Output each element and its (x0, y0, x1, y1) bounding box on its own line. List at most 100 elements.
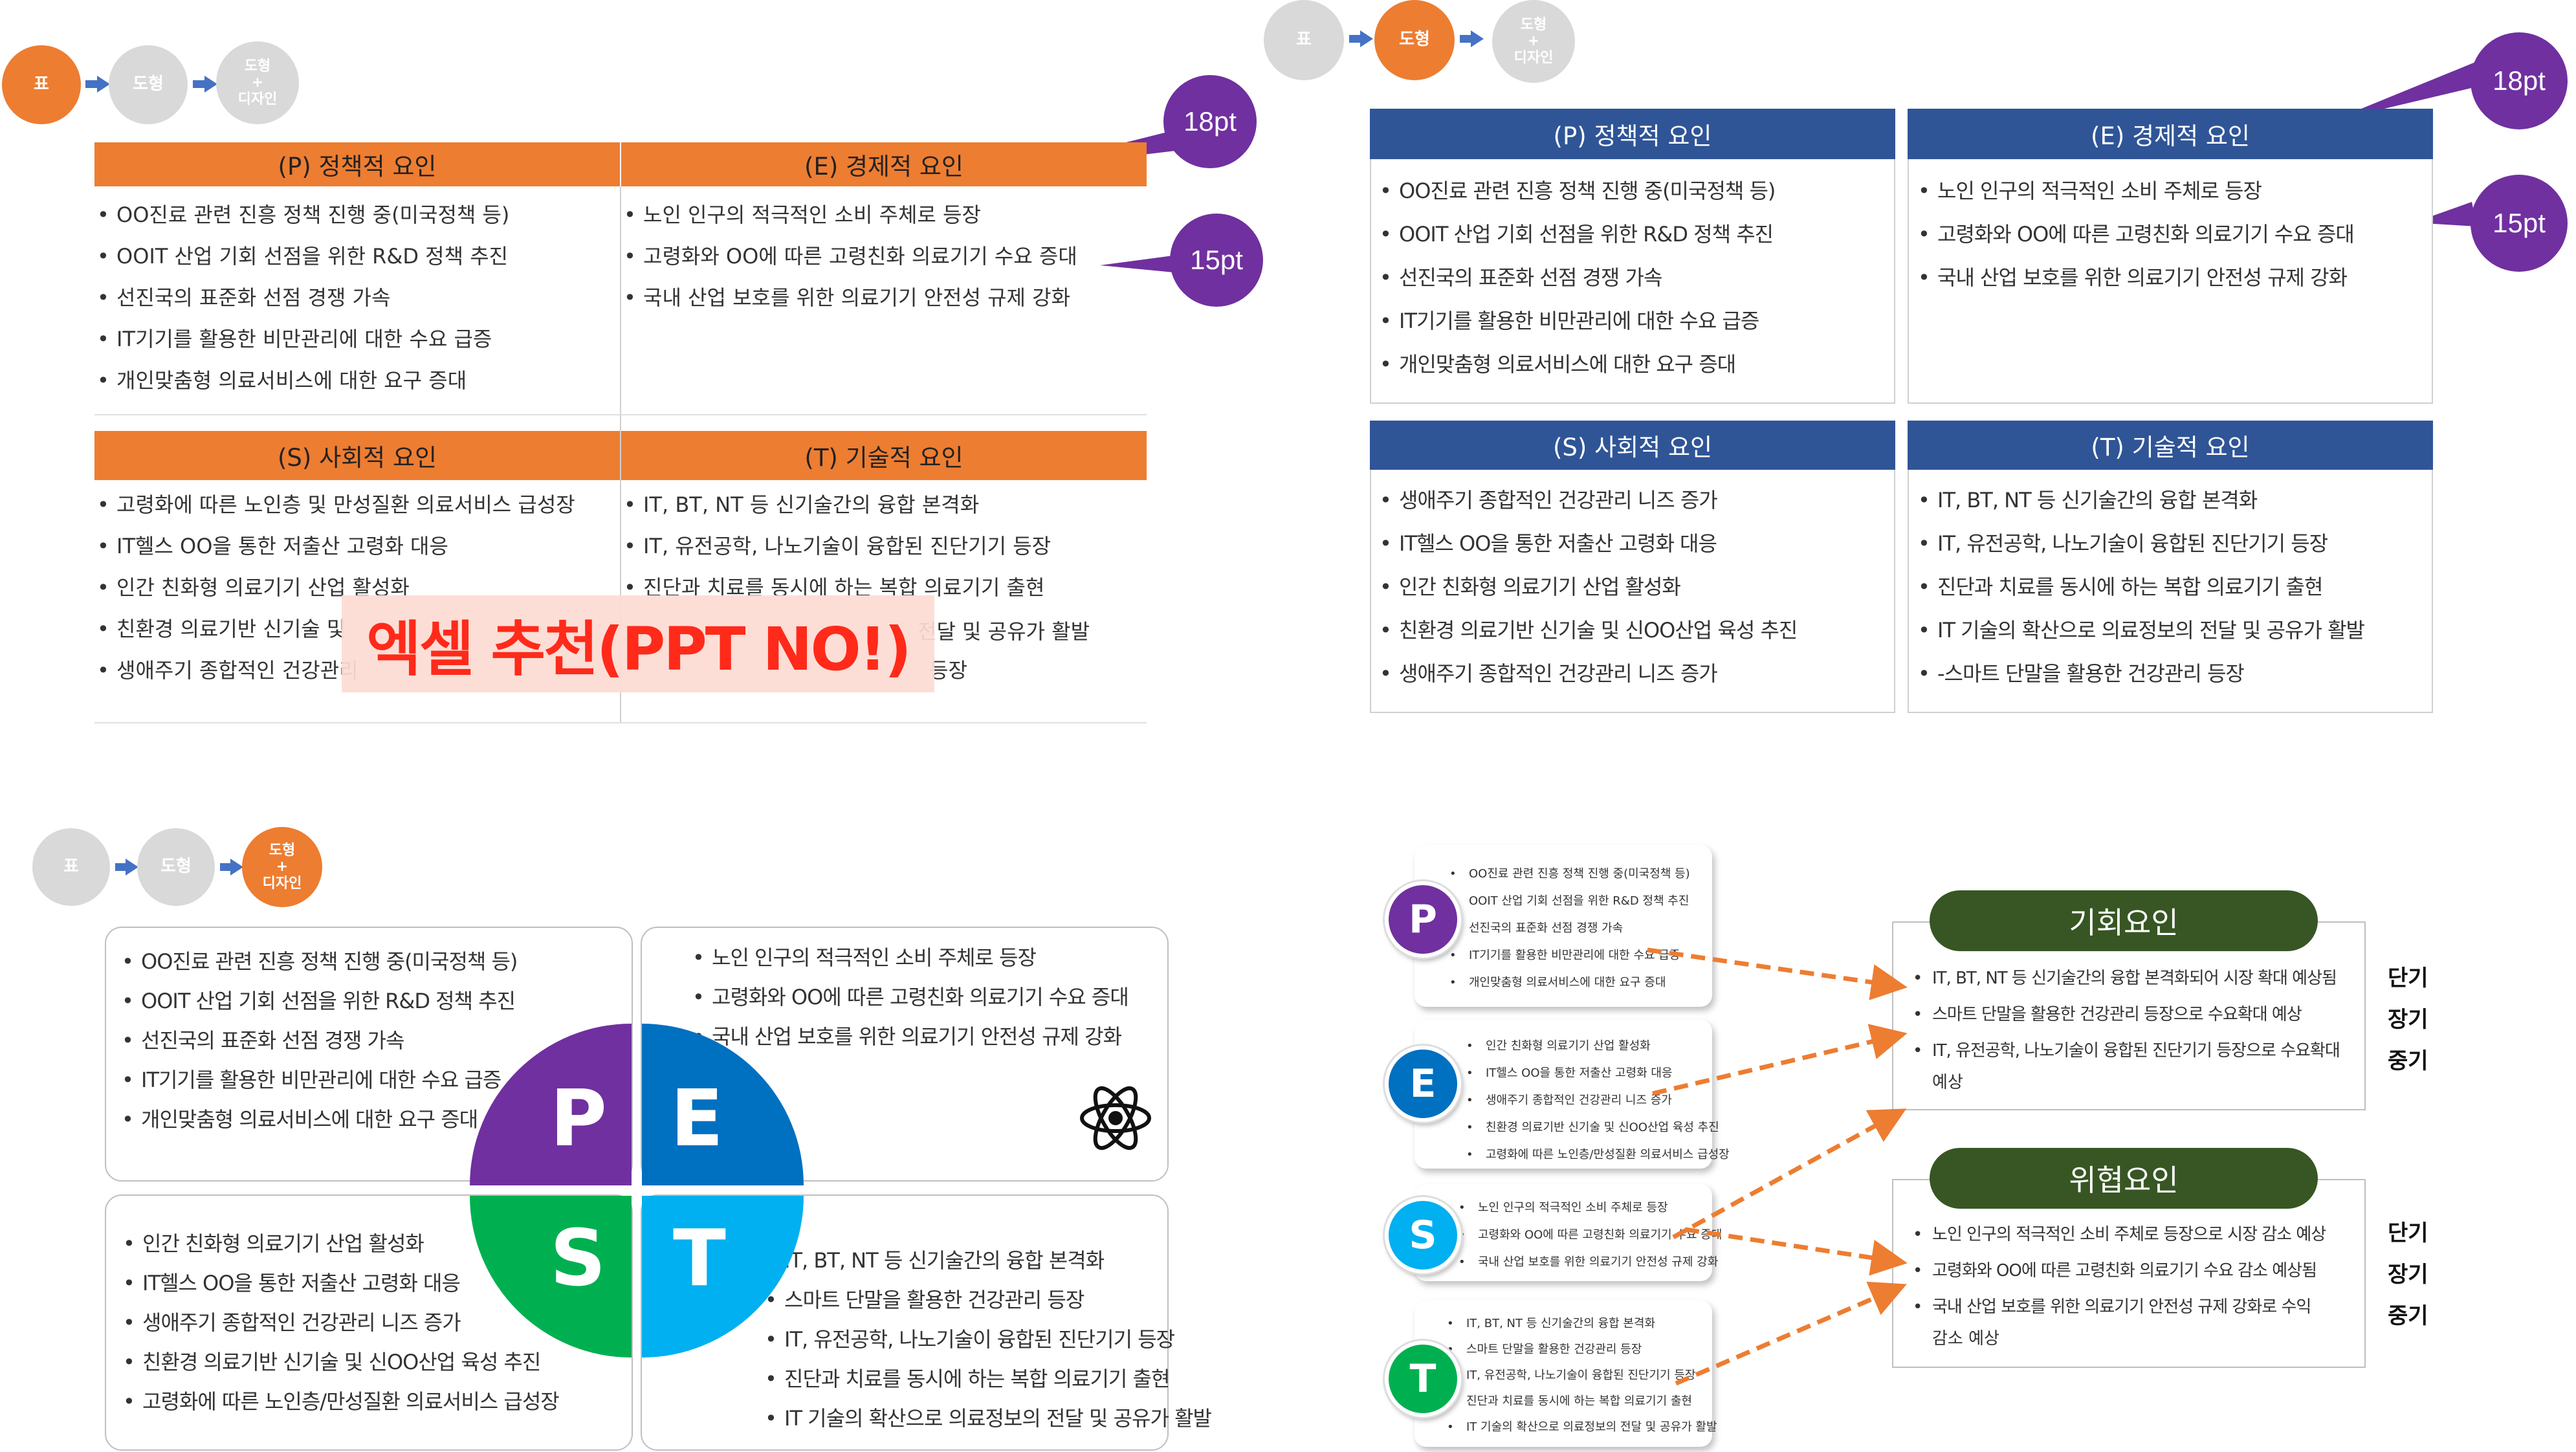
diagram-list-e: 인간 친화형 의료기기 산업 활성화 IT헬스 OO을 통한 저출산 고령화 대… (1464, 1033, 1730, 1169)
flow-step-shape: 도형 (1374, 0, 1455, 80)
list-item: 친환경 의료기반 신기술 및 신OO산업 육성 추진 (1377, 609, 1798, 652)
list-item: 고령화와 OO에 따른 고령친화 의료기기 수요 증대 (621, 236, 1077, 277)
header-economic: (E) 경제적 요인 (1908, 109, 2433, 159)
list-item: 노인 인구의 적극적인 소비 주체로 등장 (1456, 1194, 1722, 1222)
list-item: 고령화와 OO에 따른 고령친화 의료기기 수요 증대 (690, 978, 1129, 1017)
list-item: 스마트 단말을 활용한 건강관리 등장 (762, 1281, 1211, 1320)
pest-circle (470, 1024, 804, 1358)
term-long: 장기 (2388, 1262, 2428, 1288)
flow-arrow (193, 80, 206, 88)
header-political: (P) 정책적 요인 (1370, 109, 1895, 159)
list-item: IT, 유전공학, 나노기술이 융합된 진단기기 등장 (1915, 522, 2364, 566)
flow-step-shape-design: 도형 + 디자인 (216, 41, 299, 124)
flow-arrow-head (1360, 30, 1373, 47)
header-economic: (E) 경제적 요인 (621, 142, 1147, 186)
vertical-divider (620, 186, 621, 723)
header-technical: (T) 기술적 요인 (1908, 421, 2433, 470)
list-item: 고령화와 OO에 따른 고령친화 의료기기 수요 증대 (1456, 1222, 1722, 1249)
list-political: OO진료 관련 진흥 정책 진행 중(미국정책 등) OOIT 산업 기회 선점… (1377, 170, 1776, 386)
list-item: IT, BT, NT 등 신기술간의 융합 본격화 (762, 1241, 1211, 1281)
flow-arrow-head (126, 859, 138, 875)
opportunity-list: IT, BT, NT 등 신기술간의 융합 본격화되어 시장 확대 예상됨 스마… (1910, 960, 2340, 1069)
bottom-divider (94, 722, 1147, 723)
list-social: 고령화에 따른 노인층 및 만성질환 의료서비스 급성장 IT헬스 OO을 통한… (94, 484, 575, 691)
list-economic: 노인 인구의 적극적인 소비 주체로 등장 고령화와 OO에 따른 고령친화 의… (621, 194, 1077, 318)
flow-step-table: 표 (2, 45, 81, 124)
list-item-partial: 등장 (929, 658, 967, 683)
diagram-letter-e: E (1385, 1046, 1461, 1122)
list-item: 인간 친화형 의료기기 산업 활성화 (1377, 566, 1797, 609)
callout-15pt: 15pt (2471, 175, 2568, 272)
list-item: 친환경 의료기반 신기술 및 신OO산업 육성 추진 (120, 1343, 559, 1382)
callout-pointer (2329, 58, 2488, 122)
flow-arrow (220, 863, 232, 871)
list-item: 개인맞춤형 의료서비스에 대한 요구 증대 (1447, 969, 1690, 996)
term-short: 단기 (2388, 965, 2428, 991)
row-divider (94, 414, 1147, 415)
flow-step-shape-design: 도형 + 디자인 (1492, 0, 1575, 83)
list-item: 진단과 치료를 동시에 하는 복합 의료기기 출현 (762, 1359, 1211, 1399)
list-item: 노인 인구의 적극적인 소비 주체로 등장 (621, 194, 1077, 236)
list-item: 고령화와 OO에 따른 고령친화 의료기기 수요 증대 (1915, 213, 2355, 256)
list-item: OO진료 관련 진흥 정책 진행 중(미국정책 등) (1447, 861, 1690, 888)
pest-quadrant-e (642, 1024, 804, 1185)
list-technical: IT, BT, NT 등 신기술간의 융합 본격화 IT, 유전공학, 나노기술… (621, 484, 1051, 608)
list-item-continuation: 예상 (1932, 1073, 1963, 1092)
list-item: 개인맞춤형 의료서비스에 대한 요구 증대 (1377, 343, 1775, 386)
list-item: 선진국의 표준화 선점 경쟁 가속 (119, 1021, 517, 1061)
callout-18pt: 18pt (2471, 32, 2568, 129)
watermark-banner (342, 595, 934, 692)
term-mid: 중기 (2388, 1303, 2428, 1329)
diagram-letter-s: S (1385, 1197, 1461, 1273)
diagram-list-t: IT, BT, NT 등 신기술간의 융합 본격화 스마트 단말을 활용한 건강… (1444, 1311, 1717, 1440)
atom-icon (1080, 1086, 1151, 1150)
list-item: IT, 유전공학, 나노기술이 융합된 진단기기 등장 (762, 1320, 1211, 1359)
list-item: 스마트 단말을 활용한 건강관리 등장으로 수요확대 예상 (1910, 996, 2340, 1033)
header-political: (P) 정책적 요인 (94, 142, 620, 186)
list-item: 생애주기 종합적인 건강관리 니즈 증가 (1377, 652, 1797, 696)
flow-arrow (85, 80, 98, 88)
list-item: 고령화에 따른 노인층/만성질환 의료서비스 급성장 (1464, 1141, 1730, 1169)
opportunity-title: 기회요인 (1930, 890, 2318, 951)
list-item: IT기기를 활용한 비만관리에 대한 수요 급증 (1377, 300, 1775, 343)
list-item: IT헬스 OO을 통한 저출산 고령화 대응 (94, 525, 575, 567)
list-item: 친환경 의료기반 신기술 및 신OO산업 육성 추진 (1464, 1114, 1730, 1141)
list-item: 스마트 단말을 활용한 건강관리 등장 (1444, 1337, 1717, 1363)
list-technical: IT, BT, NT 등 신기술간의 융합 본격화 스마트 단말을 활용한 건강… (762, 1241, 1212, 1438)
list-item: 국내 산업 보호를 위한 의료기기 안전성 규제 강화 (621, 277, 1077, 318)
list-item: IT, BT, NT 등 신기술간의 융합 본격화 (1444, 1311, 1717, 1337)
header-technical: (T) 기술적 요인 (621, 431, 1147, 480)
list-item-continuation: 감소 예상 (1932, 1329, 1999, 1348)
pest-quadrant-t (642, 1196, 804, 1358)
list-item: OOIT 산업 기회 선점을 위한 R&D 정책 추진 (119, 982, 517, 1021)
list-item: IT헬스 OO을 통한 저출산 고령화 대응 (120, 1264, 559, 1303)
flow-arrow (115, 863, 127, 871)
pest-letter-p: P (550, 1074, 607, 1164)
list-item: 국내 산업 보호를 위한 의료기기 안전성 규제 강화로 수익 (1910, 1289, 2326, 1325)
term-mid: 중기 (2388, 1048, 2428, 1074)
flow-arrow-head (230, 859, 243, 875)
flow-step-table: 표 (1264, 0, 1344, 80)
list-item-partial: 전달 및 공유가 활발 (918, 619, 1090, 644)
header-social: (S) 사회적 요인 (1370, 421, 1895, 470)
list-item: 진단과 치료를 동시에 하는 복합 의료기기 출현 (1444, 1389, 1717, 1414)
list-item: IT기기를 활용한 비만관리에 대한 수요 급증 (94, 318, 509, 360)
list-political: OO진료 관련 진흥 정책 진행 중(미국정책 등) OOIT 산업 기회 선점… (119, 942, 518, 1139)
list-item: 선진국의 표준화 선점 경쟁 가속 (1447, 915, 1690, 942)
flow-step-table: 표 (32, 828, 110, 906)
list-item: OOIT 산업 기회 선점을 위한 R&D 정책 추진 (1447, 888, 1690, 915)
list-item: IT 기술의 확산으로 의료정보의 전달 및 공유가 활발 (1915, 609, 2365, 652)
flow-step-shape-design: 도형 + 디자인 (242, 827, 322, 907)
list-item: 고령화와 OO에 따른 고령친화 의료기기 수요 감소 예상됨 (1910, 1253, 2326, 1289)
list-item: 노인 인구의 적극적인 소비 주체로 등장 (1915, 170, 2354, 213)
list-item: 노인 인구의 적극적인 소비 주체로 등장으로 시장 감소 예상 (1910, 1216, 2326, 1253)
list-item: IT기기를 활용한 비만관리에 대한 수요 급증 (119, 1061, 517, 1100)
list-economic: 노인 인구의 적극적인 소비 주체로 등장 고령화와 OO에 따른 고령친화 의… (690, 938, 1129, 1057)
list-item: 생애주기 종합적인 건강관리 니즈 증가 (120, 1303, 559, 1343)
threat-title: 위협요인 (1930, 1148, 2318, 1209)
term-short: 단기 (2388, 1220, 2428, 1246)
list-item: IT, 유전공학, 나노기술이 융합된 진단기기 등장으로 수요확대 (1910, 1033, 2340, 1069)
diagram-letter-t: T (1385, 1341, 1461, 1417)
list-item: IT, BT, NT 등 신기술간의 융합 본격화 (621, 484, 1051, 525)
list-technical: IT, BT, NT 등 신기술간의 융합 본격화 IT, 유전공학, 나노기술… (1915, 479, 2365, 696)
